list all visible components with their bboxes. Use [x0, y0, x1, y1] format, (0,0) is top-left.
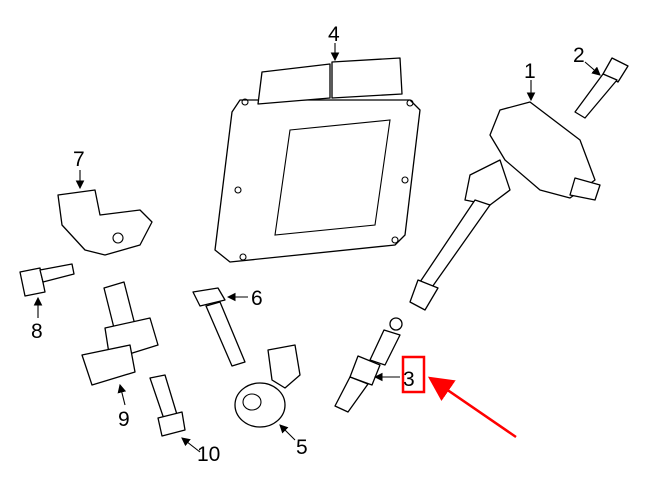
coil-bolt[interactable] — [574, 57, 629, 119]
callout-2[interactable]: 2 — [573, 44, 585, 67]
highlight-box — [401, 355, 426, 394]
bolt-10[interactable] — [149, 374, 186, 437]
callout-10[interactable]: 10 — [197, 443, 220, 466]
callout-1[interactable]: 1 — [524, 60, 536, 83]
highlight-arrow — [427, 376, 517, 439]
callout-3[interactable]: 3 — [403, 368, 415, 391]
callout-8[interactable]: 8 — [31, 320, 43, 343]
engine-control-module[interactable] — [214, 57, 421, 263]
callout-4[interactable]: 4 — [328, 23, 340, 46]
crankshaft-position-sensor[interactable] — [81, 281, 159, 386]
knock-sensor[interactable] — [234, 344, 301, 428]
camshaft-position-sensor[interactable] — [57, 189, 153, 256]
callout-9[interactable]: 9 — [118, 408, 130, 431]
callout-5[interactable]: 5 — [296, 436, 308, 459]
bolt-8[interactable] — [19, 263, 75, 297]
callout-6[interactable]: 6 — [251, 287, 263, 310]
bolt-6[interactable] — [192, 287, 246, 367]
callout-7[interactable]: 7 — [73, 148, 85, 171]
spark-plug[interactable] — [334, 317, 403, 413]
leader-lines — [33, 43, 601, 453]
ignition-coil[interactable] — [409, 101, 601, 311]
